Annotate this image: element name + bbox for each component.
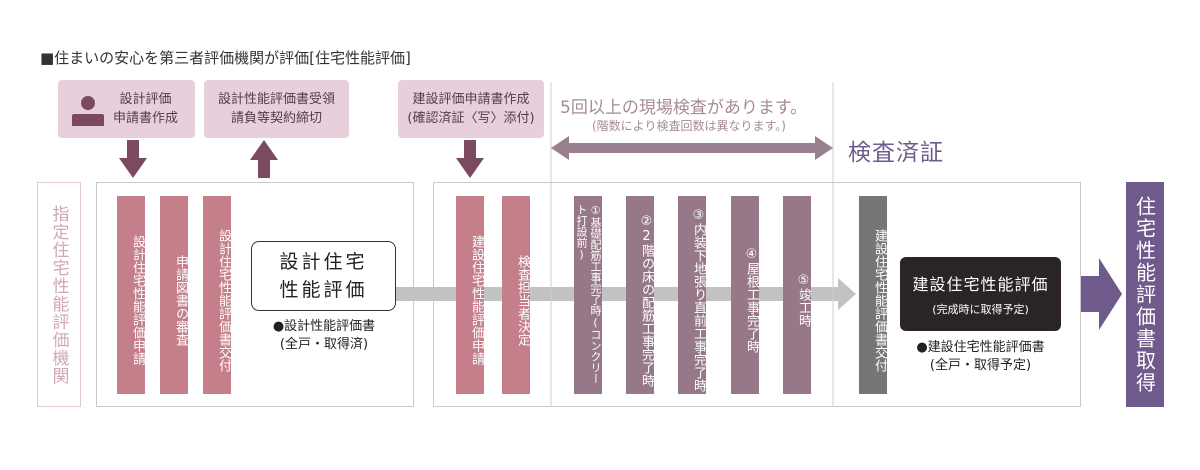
inspections-note-sub: (階数により検査回数は異なります。) bbox=[592, 119, 786, 133]
design-step-3: 設計住宅性能評価書交付 bbox=[203, 196, 231, 394]
arrow-down-design bbox=[119, 140, 147, 178]
construction-eval-sub: (完成時に取得予定) bbox=[932, 303, 1029, 316]
design-eval-note: ●設計性能評価書 (全戸・取得済) bbox=[254, 318, 394, 354]
inspection-5: ⑤竣工時 bbox=[783, 196, 811, 394]
design-application-line2: 申請書作成 bbox=[112, 111, 178, 126]
final-arrow bbox=[1081, 258, 1122, 330]
inspections-double-arrow bbox=[551, 136, 833, 160]
flow-arrow bbox=[380, 278, 856, 310]
construction-step-1: 建設住宅性能評価申請 bbox=[456, 196, 484, 394]
page-heading: ■住まいの安心を第三者評価機関が評価[住宅性能評価] bbox=[40, 49, 411, 67]
design-eval-note-2: (全戸・取得済) bbox=[279, 337, 369, 352]
construction-eval-note: ●建設住宅性能評価書 (全戸・取得予定) bbox=[898, 339, 1063, 375]
inspection-2: ②2階の床の配筋工事完了時 bbox=[626, 196, 654, 394]
construction-certificate-step: 建設住宅性能評価書交付 bbox=[859, 196, 887, 394]
inspection-1: ①基礎配筋工事完了時(コンクリート打設前) bbox=[574, 196, 602, 394]
design-eval-note-1: ●設計性能評価書 bbox=[272, 319, 376, 334]
construction-application-line1: 建設評価申請書作成 bbox=[412, 92, 530, 107]
inspection-3: ③内装下地張り直前工事完了時 bbox=[678, 196, 706, 394]
construction-application-box: 建設評価申請書作成 (確認済証〈写〉添付) bbox=[398, 80, 544, 138]
design-contract-box: 設計性能評価書受領請負等契約締切 bbox=[204, 80, 349, 138]
construction-step-2: 検査担当者決定 bbox=[502, 196, 530, 394]
design-contract-line2: 請負等契約締切 bbox=[230, 111, 322, 126]
design-eval-title-2: 性能評価 bbox=[279, 279, 368, 301]
design-application-box: 設計評価申請書作成 bbox=[58, 80, 195, 138]
design-eval-title-1: 設計住宅 bbox=[279, 251, 368, 273]
person-icon bbox=[72, 96, 104, 126]
construction-application-line2: (確認済証〈写〉添付) bbox=[407, 111, 535, 126]
design-eval-box: 設計住宅 性能評価 bbox=[251, 241, 396, 311]
design-step-2: 申請図書の審査 bbox=[160, 196, 188, 394]
design-application-line1: 設計評価 bbox=[119, 92, 172, 107]
final-certificate-bar: 住宅性能評価書取得 bbox=[1126, 182, 1164, 407]
construction-eval-title: 建設住宅性能評価 bbox=[912, 275, 1049, 294]
design-contract-line1: 設計性能評価書受領 bbox=[217, 92, 335, 107]
arrow-up-contract bbox=[250, 140, 278, 178]
certificate-label: 検査済証 bbox=[848, 140, 944, 166]
construction-eval-box: 建設住宅性能評価 (完成時に取得予定) bbox=[900, 257, 1061, 331]
design-step-1: 設計住宅性能評価申請 bbox=[117, 196, 145, 394]
arrow-down-construction bbox=[456, 140, 484, 178]
inspection-4: ④屋根工事完了時 bbox=[731, 196, 759, 394]
construction-eval-note-2: (全戸・取得予定) bbox=[929, 358, 1032, 373]
construction-eval-note-1: ●建設住宅性能評価書 bbox=[916, 340, 1045, 355]
org-column: 指定住宅性能評価機関 bbox=[37, 182, 81, 407]
inspections-note-main: 5回以上の現場検査があります。 bbox=[560, 98, 808, 118]
